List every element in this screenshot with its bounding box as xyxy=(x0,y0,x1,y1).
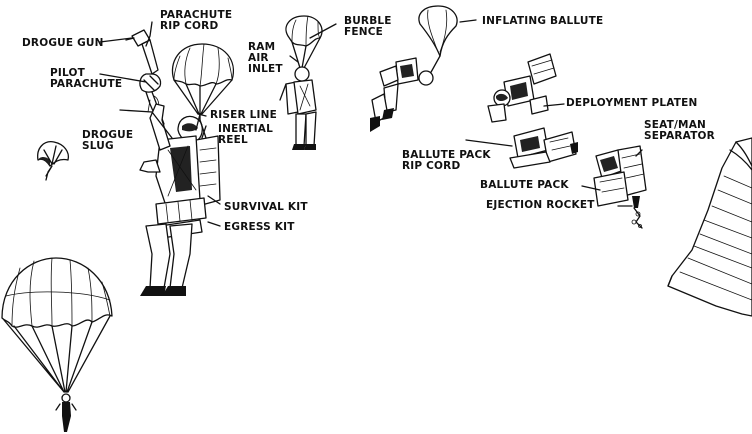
label-parachute-rip-cord: PARACHUTE RIP CORD xyxy=(160,10,232,32)
label-ballute-pack: BALLUTE PACK xyxy=(480,180,569,191)
crewman-with-seat xyxy=(140,104,220,296)
label-riser-line: RISER LINE xyxy=(210,110,277,121)
label-pilot-parachute: PILOT PARACHUTE xyxy=(50,68,122,90)
label-ejection-rocket: EJECTION ROCKET xyxy=(486,200,595,211)
label-seat-man-separator: SEAT/MAN SEPARATOR xyxy=(644,120,715,142)
label-ballute-pack-rip-cord: BALLUTE PACK RIP CORD xyxy=(402,150,491,172)
label-survival-kit: SURVIVAL KIT xyxy=(224,202,308,213)
label-inertial-reel: INERTIAL REEL xyxy=(218,124,273,146)
crewman-deployment-platen xyxy=(488,54,556,122)
drogue-slug-canopy xyxy=(38,142,69,180)
label-burble-fence: BURBLE FENCE xyxy=(344,16,392,38)
seat-man-separator-assembly xyxy=(594,146,646,228)
main-parachute xyxy=(2,258,112,432)
label-ram-air-inlet: RAM AIR INLET xyxy=(248,42,283,75)
label-egress-kit: EGRESS KIT xyxy=(224,222,295,233)
label-inflating-ballute: INFLATING BALLUTE xyxy=(482,16,603,27)
spacecraft-capsule xyxy=(668,138,752,316)
crewman-with-ram-air-inlet xyxy=(280,16,322,150)
ballute-pack-assembly xyxy=(510,128,578,168)
label-drogue-gun: DROGUE GUN xyxy=(22,38,104,49)
label-drogue-slug: DROGUE SLUG xyxy=(82,130,133,152)
label-deployment-platen: DEPLOYMENT PLATEN xyxy=(566,98,698,109)
